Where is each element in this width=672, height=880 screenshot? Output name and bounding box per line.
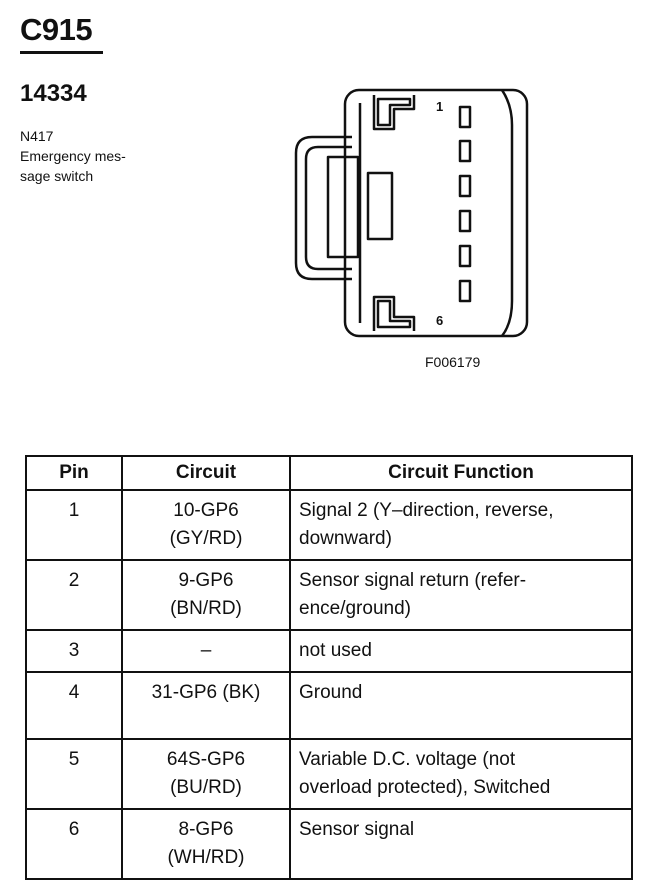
function-cell: Variable D.C. voltage (not overload prot…: [289, 738, 633, 810]
pin-label-1: 1: [436, 99, 443, 114]
pin-cell: 6: [25, 808, 123, 880]
header-pin: Pin: [25, 455, 123, 491]
table-row: 5 64S-GP6 (BU/RD) Variable D.C. voltage …: [25, 738, 633, 810]
circuit-cell: 9-GP6 (BN/RD): [121, 559, 291, 631]
figure-code: F006179: [425, 354, 481, 370]
cavity-block-bottom: [376, 299, 412, 329]
latch-slot: [326, 155, 360, 259]
pin-1-terminal: [458, 105, 472, 129]
pin-6-terminal: [458, 279, 472, 303]
component-name-line-2: sage switch: [20, 168, 94, 184]
pin-3-terminal: [458, 174, 472, 198]
table-row: 3 – not used: [25, 629, 633, 673]
pin-cell: 4: [25, 671, 123, 740]
pin-cell: 5: [25, 738, 123, 810]
circuit-cell: 10-GP6 (GY/RD): [121, 489, 291, 561]
latch-outer: [294, 135, 352, 281]
latch-window: [366, 171, 394, 241]
housing-right-edge: [500, 89, 514, 337]
cavity-block-top: [376, 97, 412, 127]
component-reference: N417 Emergency mes- sage switch: [20, 126, 126, 186]
component-name-line-1: Emergency mes-: [20, 148, 126, 164]
table-row: 2 9-GP6 (BN/RD) Sensor signal return (re…: [25, 559, 633, 631]
function-cell: Sensor signal return (refer- ence/ground…: [289, 559, 633, 631]
title-underline: [20, 51, 103, 54]
component-code: N417: [20, 128, 54, 144]
connector-housing: [343, 88, 529, 338]
circuit-cell: –: [121, 629, 291, 673]
pin-label-6: 6: [436, 313, 443, 328]
table-row: 1 10-GP6 (GY/RD) Signal 2 (Y–direction, …: [25, 489, 633, 561]
bottom-guide: [372, 295, 416, 331]
part-number: 14334: [20, 80, 87, 107]
latch-inner: [304, 145, 352, 271]
function-cell: Sensor signal: [289, 808, 633, 880]
pin-cell: 2: [25, 559, 123, 631]
pin-2-terminal: [458, 139, 472, 163]
top-guide: [372, 95, 416, 131]
circuit-cell: 8-GP6 (WH/RD): [121, 808, 291, 880]
table-row: 4 31-GP6 (BK) Ground: [25, 671, 633, 740]
pin-cell: 1: [25, 489, 123, 561]
circuit-cell: 31-GP6 (BK): [121, 671, 291, 740]
pinout-table: Pin Circuit Circuit Function 1 10-GP6 (G…: [25, 455, 633, 880]
header-circuit-function: Circuit Function: [289, 455, 633, 491]
pin-4-terminal: [458, 209, 472, 233]
connector-id: C915: [20, 12, 93, 47]
circuit-cell: 64S-GP6 (BU/RD): [121, 738, 291, 810]
function-cell: not used: [289, 629, 633, 673]
function-cell: Ground: [289, 671, 633, 740]
table-header-row: Pin Circuit Circuit Function: [25, 455, 633, 491]
table-row: 6 8-GP6 (WH/RD) Sensor signal: [25, 808, 633, 880]
pin-5-terminal: [458, 244, 472, 268]
header-circuit: Circuit: [121, 455, 291, 491]
pin-cell: 3: [25, 629, 123, 673]
connector-face-diagram: 1 6: [294, 88, 529, 338]
function-cell: Signal 2 (Y–direction, reverse, downward…: [289, 489, 633, 561]
